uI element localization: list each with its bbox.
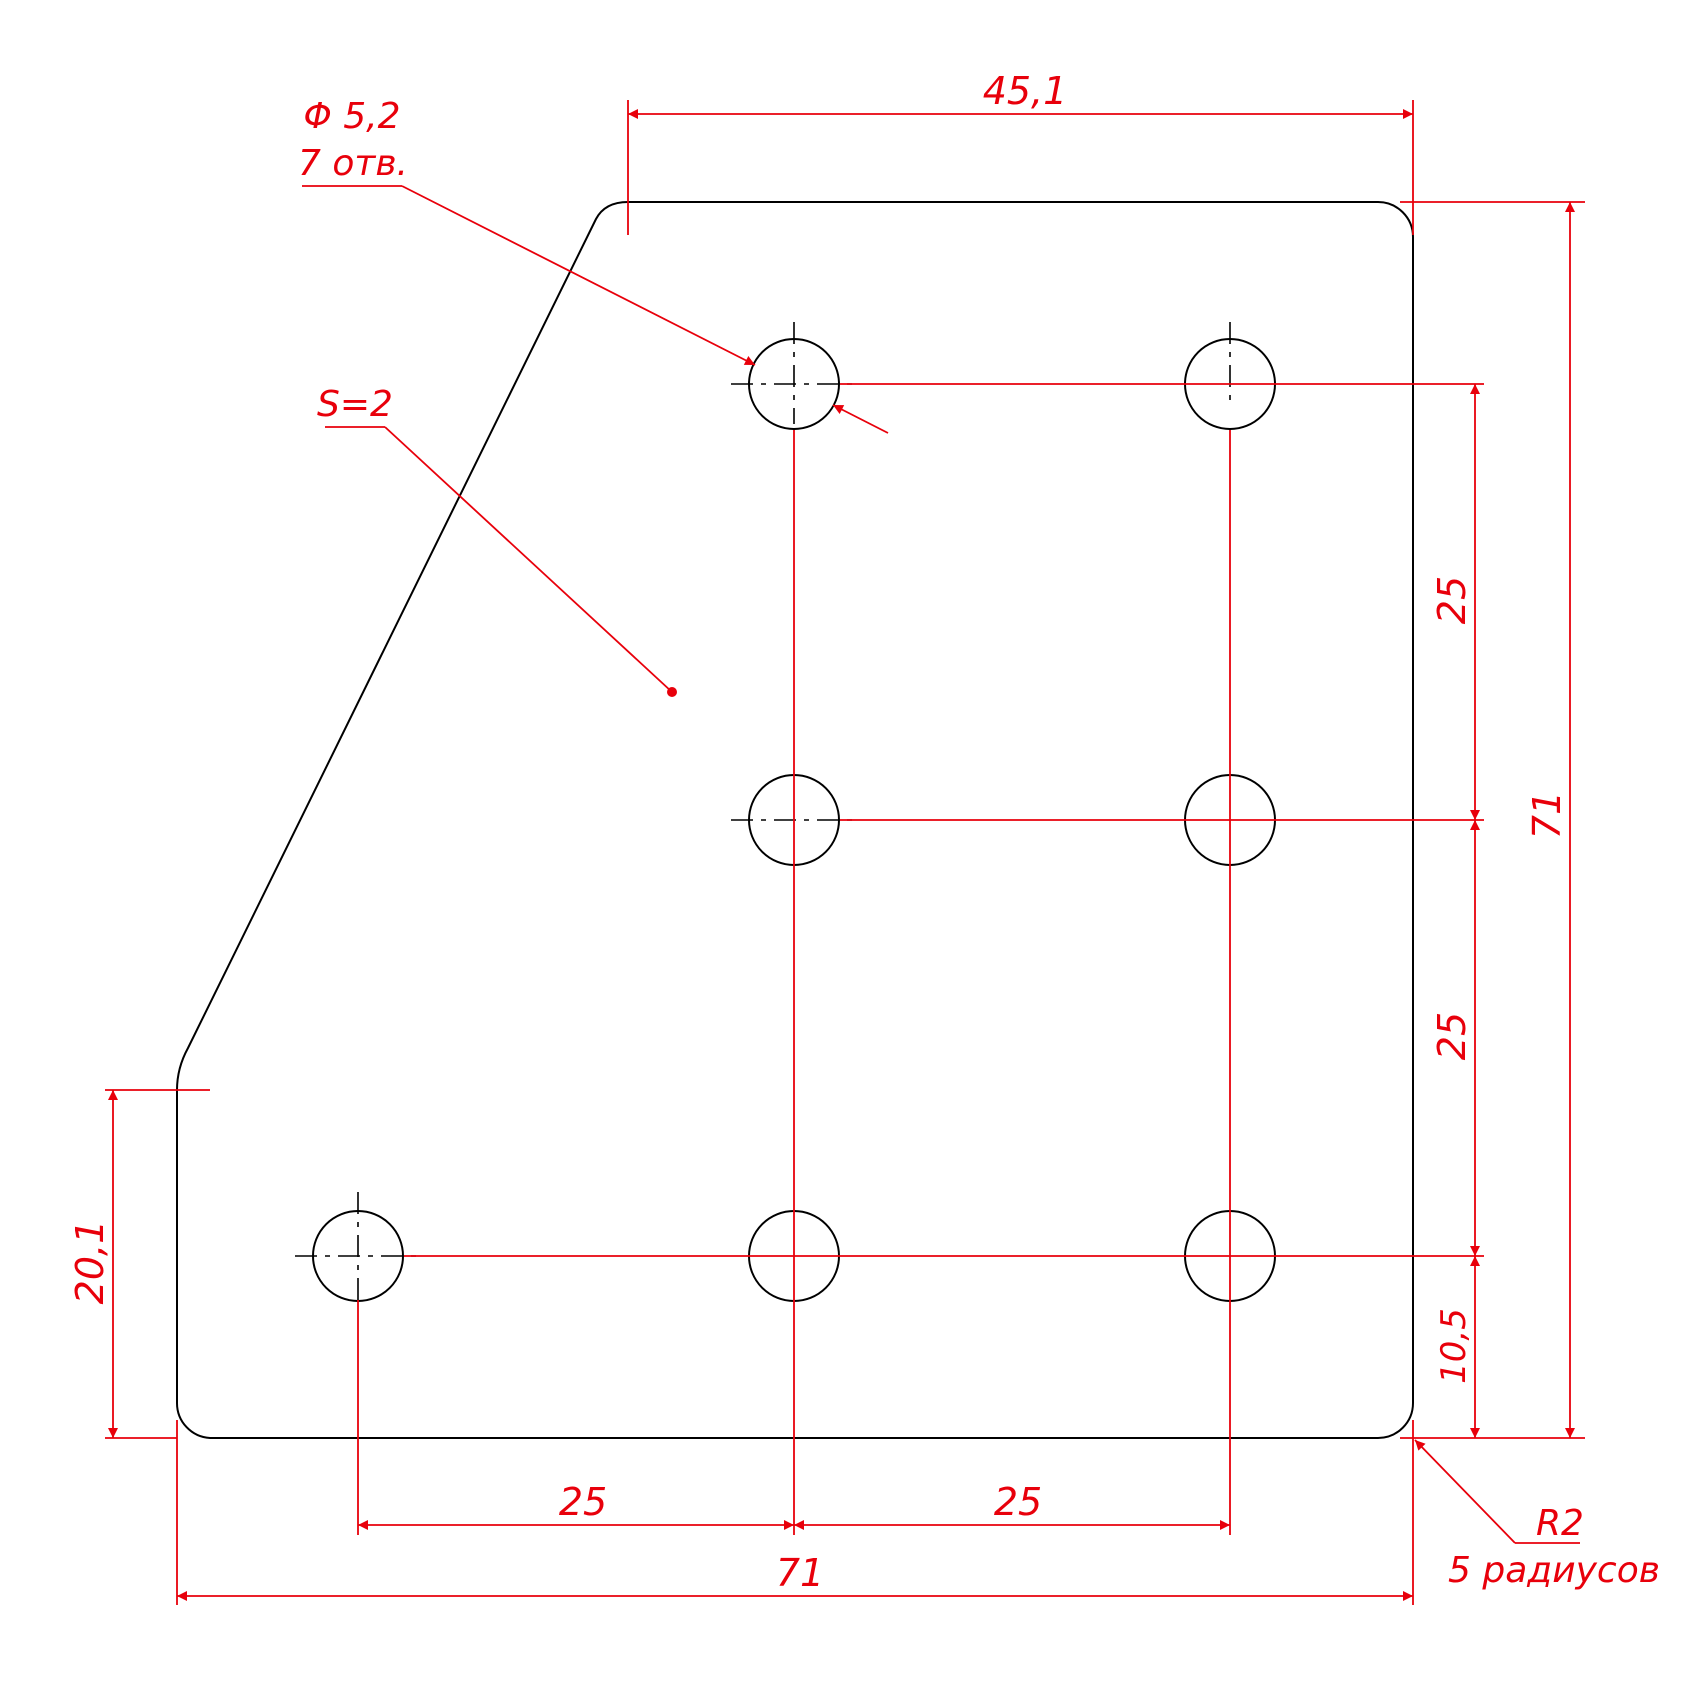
dimension-lines [108, 109, 1575, 1601]
dim-pitch-x-1: 25 [559, 1480, 607, 1524]
dim-top-width: 45,1 [983, 69, 1068, 113]
hole-count-label: 7 отв. [298, 143, 408, 184]
dim-pitch-x-2: 25 [994, 1480, 1042, 1524]
center-lines [105, 100, 1585, 1605]
hole-diameter-label: Φ 5,2 [303, 96, 400, 137]
corner-radius-count-label: 5 радиусов [1448, 1550, 1660, 1591]
leaders [302, 185, 1580, 1544]
dim-pitch-y-2: 25 [1430, 1012, 1474, 1060]
dim-bottom-offset: 10,5 [1434, 1308, 1474, 1384]
dim-overall-height: 71 [1525, 791, 1569, 839]
dim-left-edge: 20,1 [68, 1220, 112, 1305]
plate-outline [175, 201, 1414, 1439]
thickness-leader-dot [667, 687, 677, 697]
thickness-label: S=2 [317, 384, 393, 425]
dim-pitch-y-1: 25 [1430, 576, 1474, 624]
corner-radius-label: R2 [1536, 1503, 1584, 1544]
center-marks [295, 322, 1231, 1300]
dim-overall-width: 71 [776, 1551, 824, 1595]
